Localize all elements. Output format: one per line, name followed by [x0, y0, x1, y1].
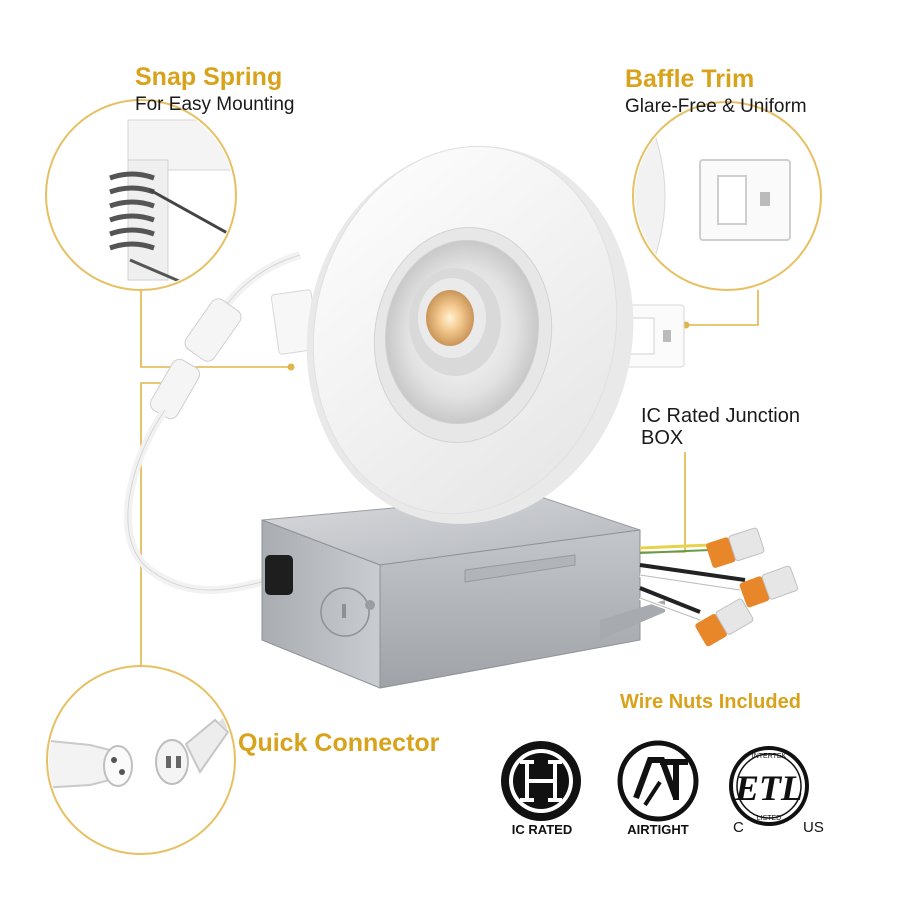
- downlight-trim: [306, 145, 634, 524]
- etl-listed-icon: ETL INTERTEK LISTED: [729, 746, 809, 826]
- airtight-caption: AIRTIGHT: [627, 822, 689, 837]
- snap-spring-icon: [45, 99, 237, 291]
- cable: [124, 251, 302, 594]
- wire-nuts: [639, 527, 799, 647]
- ic-rated-icon: [501, 741, 581, 821]
- junction-box-label-line2: BOX: [641, 427, 684, 449]
- baffle-trim-icon: [632, 101, 822, 291]
- airtight-icon: [617, 740, 699, 822]
- junction-box: [261, 494, 665, 689]
- etl-c: C: [733, 819, 744, 836]
- junction-box-label-line1: IC Rated Junction: [641, 405, 800, 427]
- snap-spring-title: Snap Spring: [135, 63, 283, 91]
- quick-connector-icon: [46, 665, 236, 855]
- snap-spring-subtitle: For Easy Mounting: [135, 94, 295, 115]
- etl-intertek: INTERTEK: [752, 753, 787, 760]
- baffle-trim-subtitle: Glare-Free & Uniform: [625, 96, 807, 117]
- etl-listed: LISTED: [757, 815, 782, 822]
- wire-nuts-label: Wire Nuts Included: [620, 691, 801, 713]
- quick-connector-label: Quick Connector: [238, 729, 440, 757]
- baffle-trim-title: Baffle Trim: [625, 65, 755, 93]
- etl-mark: ETL: [734, 768, 803, 808]
- ic-rated-caption: IC RATED: [511, 822, 573, 837]
- etl-us: US: [803, 819, 824, 836]
